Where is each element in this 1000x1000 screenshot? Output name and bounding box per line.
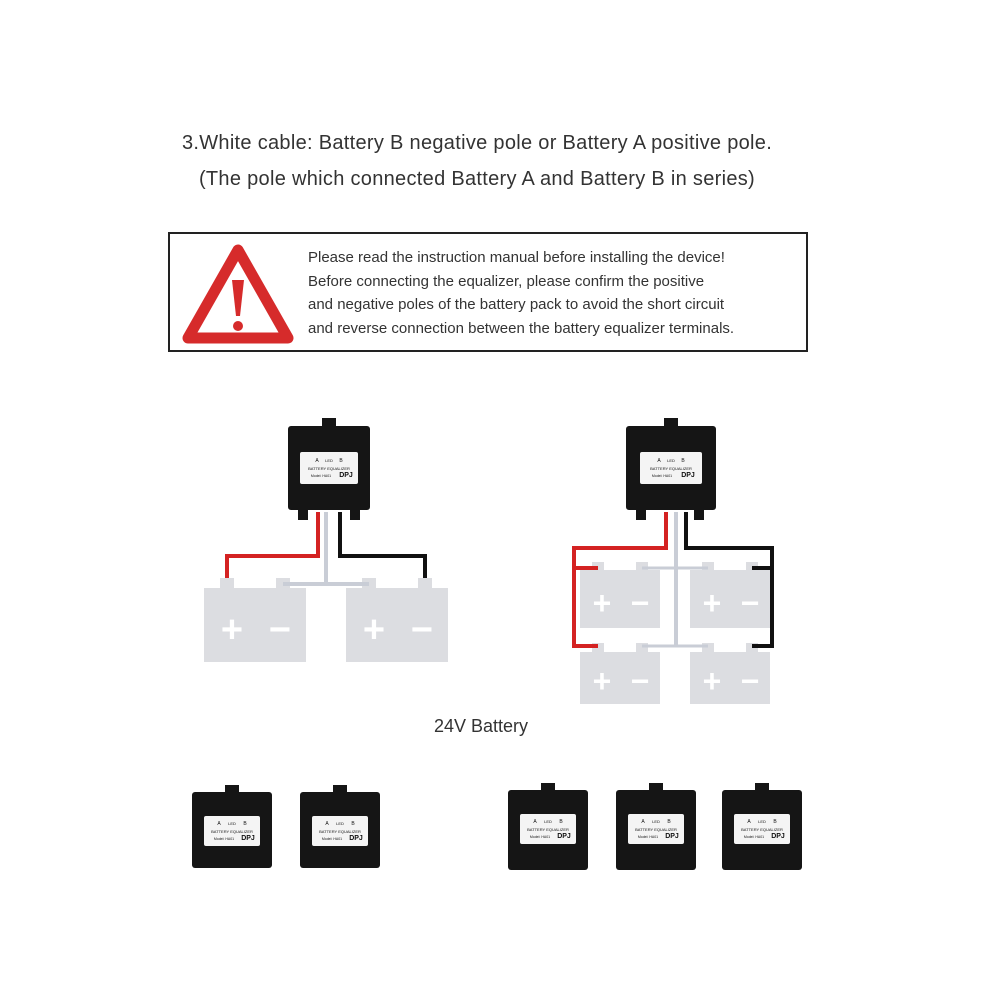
device-label-b: B <box>243 821 247 827</box>
wiring-diagram: + − + − A LED B BATTERY EQUALIZER Model:… <box>192 418 802 870</box>
device-model: Model: HA01 <box>744 835 764 839</box>
battery-body <box>690 652 770 704</box>
battery-equalizer-device: A LED B BATTERY EQUALIZER Model: HA01 DP… <box>626 418 716 520</box>
battery-body <box>690 570 770 628</box>
warning-text: Please read the instruction manual befor… <box>308 246 798 340</box>
device-label-led: LED <box>336 821 344 826</box>
battery-terminal <box>220 578 234 590</box>
device-name: BATTERY EQUALIZER <box>741 827 783 832</box>
device-name: BATTERY EQUALIZER <box>527 827 569 832</box>
device-label-a: A <box>747 819 751 825</box>
battery-body <box>580 652 660 704</box>
red-wire <box>572 512 668 648</box>
device-label-led: LED <box>228 821 236 826</box>
device-label-b: B <box>351 821 355 827</box>
device-label-b: B <box>339 458 343 464</box>
minus-sign: − <box>741 663 760 699</box>
device-name: BATTERY EQUALIZER <box>319 829 361 834</box>
caption: 24V Battery <box>434 716 529 736</box>
battery-body <box>204 588 306 662</box>
battery-equalizer-device: A LED B BATTERY EQUALIZER Model: HA01 DP… <box>616 783 696 870</box>
plus-sign: + <box>593 663 612 699</box>
minus-sign: − <box>741 585 760 621</box>
battery-equalizer-device: A LED B BATTERY EQUALIZER Model: HA01 DP… <box>722 783 802 870</box>
device-model: Model: HA01 <box>311 474 331 478</box>
plus-sign: + <box>703 663 722 699</box>
device-label-led: LED <box>544 819 552 824</box>
device-brand: DPJ <box>681 472 695 479</box>
wiring-left: + − + − A LED B BATTERY EQUALIZER Model:… <box>204 418 448 662</box>
device-model: Model: HA01 <box>322 837 342 841</box>
plus-sign: + <box>593 585 612 621</box>
device-model: Model: HA01 <box>530 835 550 839</box>
warning-line: Please read the instruction manual befor… <box>308 249 725 266</box>
device-row: A LED B BATTERY EQUALIZER Model: HA01 DP… <box>192 783 802 870</box>
battery-body <box>346 588 448 662</box>
plus-sign: + <box>703 585 722 621</box>
device-brand: DPJ <box>771 833 785 840</box>
device-label-led: LED <box>758 819 766 824</box>
device-label-a: A <box>657 458 661 464</box>
device-brand: DPJ <box>349 835 363 842</box>
minus-sign: − <box>269 609 291 651</box>
device-label-a: A <box>217 821 221 827</box>
black-wire <box>684 512 774 648</box>
device-brand: DPJ <box>557 833 571 840</box>
black-wire <box>338 512 427 578</box>
battery-equalizer-device: A LED B BATTERY EQUALIZER Model: HA01 DP… <box>192 785 272 868</box>
device-label-b: B <box>667 819 671 825</box>
device-label-led: LED <box>652 819 660 824</box>
device-name: BATTERY EQUALIZER <box>650 466 692 471</box>
battery-body <box>580 570 660 628</box>
warning-line: and negative poles of the battery pack t… <box>308 296 725 313</box>
device-name: BATTERY EQUALIZER <box>308 466 350 471</box>
plus-sign: + <box>221 609 243 651</box>
minus-sign: − <box>631 585 650 621</box>
device-name: BATTERY EQUALIZER <box>211 829 253 834</box>
red-wire <box>225 512 320 578</box>
device-label-b: B <box>559 819 563 825</box>
device-model: Model: HA01 <box>638 835 658 839</box>
battery-terminal <box>418 578 432 590</box>
device-label-a: A <box>641 819 645 825</box>
minus-sign: − <box>631 663 650 699</box>
device-label-led: LED <box>325 458 333 463</box>
warning-box: Please read the instruction manual befor… <box>168 232 808 352</box>
device-model: Model: HA01 <box>652 474 672 478</box>
warning-line: Before connecting the equalizer, please … <box>308 272 705 290</box>
device-brand: DPJ <box>241 835 255 842</box>
device-model: Model: HA01 <box>214 837 234 841</box>
device-label-b: B <box>681 458 685 464</box>
device-label-a: A <box>325 821 329 827</box>
device-name: BATTERY EQUALIZER <box>635 827 677 832</box>
device-label-a: A <box>533 819 537 825</box>
warning-line: and reverse connection between the batte… <box>308 319 735 337</box>
device-brand: DPJ <box>339 472 353 479</box>
minus-sign: − <box>411 609 433 651</box>
heading-line-1: 3.White cable: Battery B negative pole o… <box>181 132 773 154</box>
battery-equalizer-device: A LED B BATTERY EQUALIZER Model: HA01 DP… <box>508 783 588 870</box>
device-brand: DPJ <box>665 833 679 840</box>
device-label-led: LED <box>667 458 675 463</box>
wiring-right: + − + − + − + − A LED B BATTERY EQUALIZE… <box>572 418 774 704</box>
warning-triangle-icon <box>182 244 294 344</box>
battery-equalizer-device: A LED B BATTERY EQUALIZER Model: HA01 DP… <box>288 418 370 520</box>
battery-equalizer-device: A LED B BATTERY EQUALIZER Model: HA01 DP… <box>300 785 380 868</box>
device-label-a: A <box>315 458 319 464</box>
device-label-b: B <box>773 819 777 825</box>
heading-line-2: (The pole which connected Battery A and … <box>198 168 756 190</box>
plus-sign: + <box>363 609 385 651</box>
